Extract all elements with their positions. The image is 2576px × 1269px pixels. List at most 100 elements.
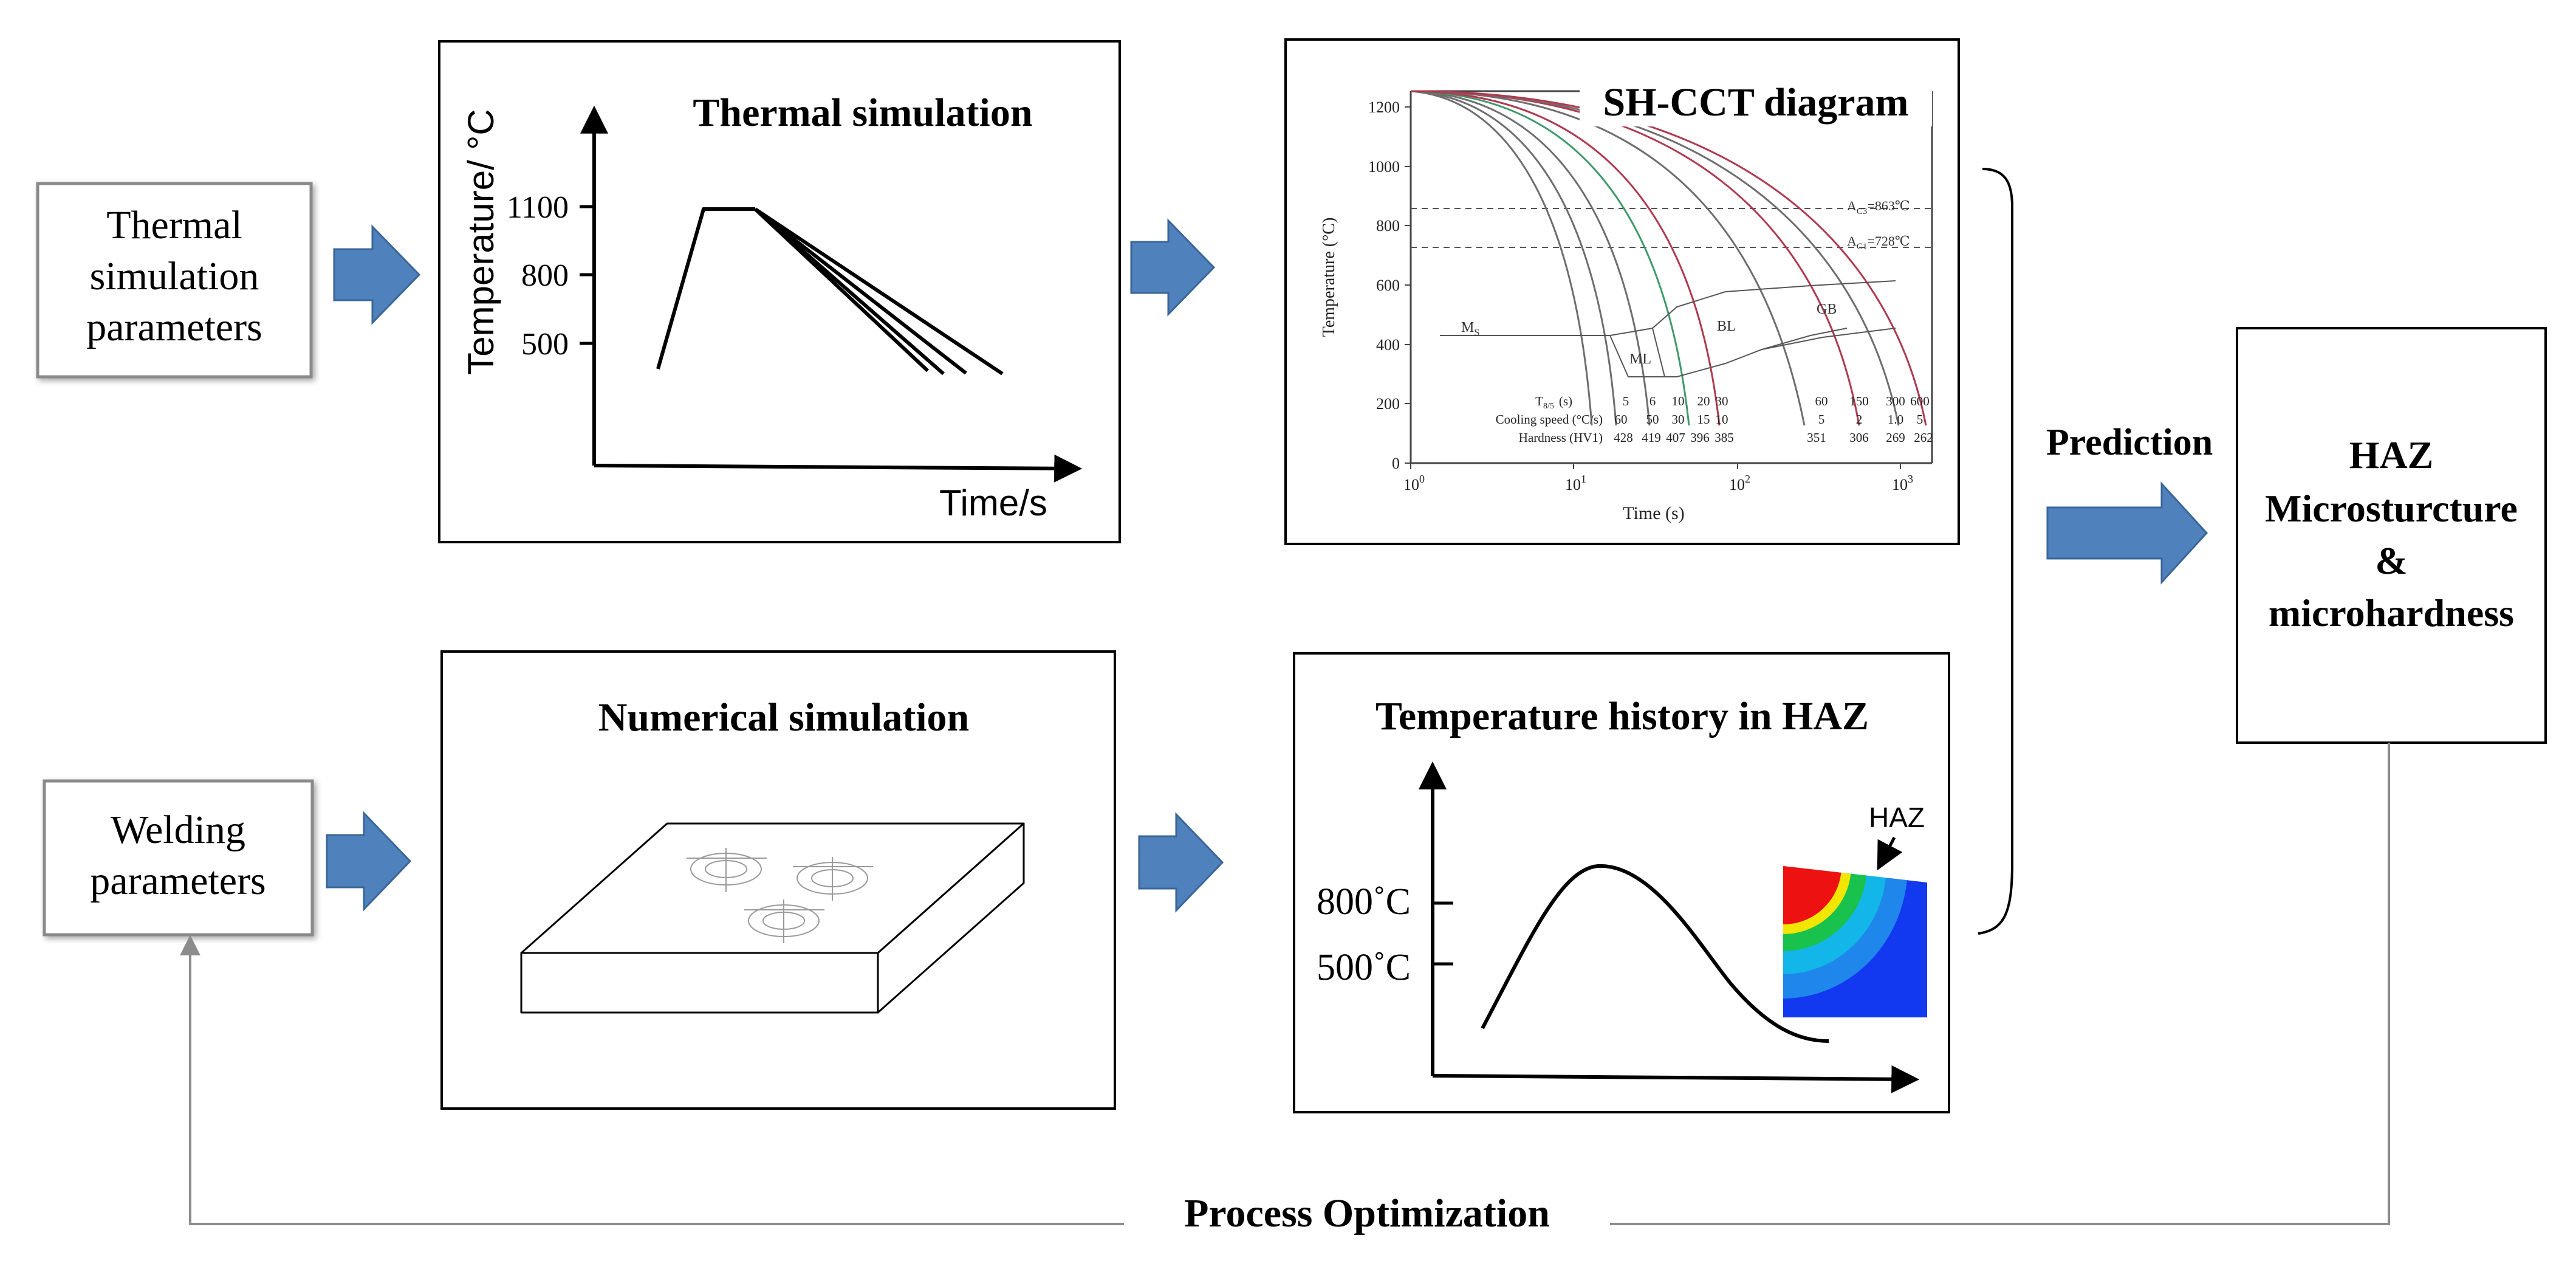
cct-curve-4 xyxy=(1410,90,1690,426)
heat-source-ellipsoids xyxy=(687,848,873,943)
history-tick-label-800: 800˚C xyxy=(1317,881,1411,923)
haz-callout-label: HAZ xyxy=(1869,802,1925,833)
cct-hardness-value: 262 xyxy=(1914,430,1933,445)
cct-ms-label: MS xyxy=(1461,320,1479,338)
thermal-x-label: Time/s xyxy=(939,483,1047,523)
prediction-label: Prediction xyxy=(2046,422,2213,463)
feedback-line-right xyxy=(1610,743,2390,1225)
thermal-cycle-curves xyxy=(656,207,1004,376)
cct-x-axis xyxy=(1410,463,1901,469)
cct-ml-divider xyxy=(1652,328,1665,377)
cct-curve-1 xyxy=(1410,90,1593,426)
cct-ml-label: ML xyxy=(1629,351,1651,367)
thermal-heating-segment xyxy=(656,207,755,370)
block-arrow-3 xyxy=(326,811,412,912)
temperature-history-panel: Temperature history in HAZ 800˚C 500˚C H… xyxy=(1293,652,1950,1113)
plate-front-face xyxy=(520,952,879,1014)
thermal-params-line-3: parameters xyxy=(86,305,262,349)
cct-hardness-label: Hardness (HV1) xyxy=(1519,430,1603,445)
plate-model xyxy=(520,822,1025,1014)
cct-gb-label: GB xyxy=(1817,301,1837,317)
sh-cct-panel: 0 200 400 600 800 1000 1200 Temperature … xyxy=(1284,38,1960,545)
thermal-tick-label-500: 500 xyxy=(521,327,569,362)
cct-phase-boundaries xyxy=(1440,280,1896,377)
cct-cooling-value: 5 xyxy=(1917,412,1923,427)
cct-hardness-value: 351 xyxy=(1807,430,1826,445)
welding-params-node: Welding parameters xyxy=(43,779,314,937)
thermal-cooling-line-3 xyxy=(754,207,967,375)
thermal-params-line-2: simulation xyxy=(90,254,259,298)
cct-panel-title: SH-CCT diagram xyxy=(1603,80,1909,125)
haz-callout-arrow xyxy=(1877,836,1903,871)
cct-cooling-value: 50 xyxy=(1646,412,1659,427)
haz-contour-plot xyxy=(1783,866,1927,1017)
cct-t85-value: 150 xyxy=(1849,394,1869,408)
thermal-x-axis xyxy=(594,454,1083,483)
cct-hardness-value: 269 xyxy=(1886,430,1905,445)
cct-ytick-600: 600 xyxy=(1376,277,1400,294)
output-line-1: HAZ xyxy=(2349,433,2434,476)
haz-zone-red xyxy=(1783,866,1841,924)
output-line-3: & xyxy=(2375,539,2407,582)
welding-params-line-2: parameters xyxy=(90,859,266,903)
thermal-panel-frame xyxy=(438,40,1121,543)
cct-t85-label: T8/5(s) xyxy=(1535,394,1572,411)
cct-y-label: Temperature (°C) xyxy=(1320,218,1338,337)
output-box xyxy=(2236,327,2547,744)
cct-ac3-label: AC3=863℃ xyxy=(1847,198,1910,216)
cct-ytick-800: 800 xyxy=(1376,217,1400,235)
cct-xtick-1: 100 xyxy=(1403,473,1425,494)
thermal-params-box xyxy=(36,182,313,379)
cct-t85-value: 5 xyxy=(1623,394,1629,408)
cct-cooling-value: 1.0 xyxy=(1888,412,1903,427)
cct-ytick-1200: 1200 xyxy=(1368,98,1400,116)
thermal-cooling-line-4 xyxy=(754,207,1004,376)
cct-hardness-value: 396 xyxy=(1690,430,1710,445)
cct-cooling-value: 30 xyxy=(1672,412,1685,427)
cct-ytick-400: 400 xyxy=(1376,336,1400,354)
cct-bf-line xyxy=(1609,328,1896,377)
thermal-panel-title: Thermal simulation xyxy=(693,91,1032,135)
cct-ytick-0: 0 xyxy=(1392,455,1400,472)
cct-gb-line xyxy=(1761,328,1848,350)
thermal-params-line-1: Thermal xyxy=(106,203,242,247)
thermal-y-label: Temperature/ °C xyxy=(461,109,501,375)
cct-curve-8 xyxy=(1410,90,1900,426)
cct-t85-value: 60 xyxy=(1815,394,1828,408)
cct-t85-value: 10 xyxy=(1672,394,1685,408)
cct-t85-value: 600 xyxy=(1910,394,1930,408)
cct-cooling-value: 15 xyxy=(1697,412,1710,427)
history-thermal-cycle-curve xyxy=(1481,864,1829,1043)
cct-xtick-1000: 103 xyxy=(1892,473,1913,494)
cct-curve-3 xyxy=(1410,90,1651,426)
block-arrow-1 xyxy=(333,224,421,325)
prediction-arrow xyxy=(2046,481,2208,585)
cct-cooling-curves xyxy=(1410,90,1927,426)
block-arrow-4 xyxy=(1138,812,1224,913)
merge-brace xyxy=(1978,168,2013,935)
cct-t85-value: 300 xyxy=(1886,394,1905,408)
plate-side-face xyxy=(877,822,1025,1014)
feedback-line-left xyxy=(180,935,1124,1225)
cct-ytick-1000: 1000 xyxy=(1368,158,1400,176)
welding-params-line-1: Welding xyxy=(111,808,245,852)
numerical-simulation-panel: Numerical simulation xyxy=(440,650,1116,1110)
cct-hardness-value: 407 xyxy=(1666,430,1685,445)
thermal-cooling-line-2 xyxy=(754,207,945,376)
cct-t85-value: 30 xyxy=(1716,394,1728,408)
cct-t85-value: 6 xyxy=(1649,394,1656,408)
cct-hardness-values: 428 419 407 396 385 351 306 269 262 xyxy=(1614,430,1933,445)
cct-xtick-100: 102 xyxy=(1729,473,1750,494)
process-optimization-label: Process Optimization xyxy=(1184,1191,1550,1236)
heat-source-2 xyxy=(793,857,873,901)
cct-ac1-label: AC1=728℃ xyxy=(1847,233,1910,252)
cct-curve-6 xyxy=(1410,90,1806,426)
cct-cooling-value: 5 xyxy=(1818,412,1825,427)
cct-hardness-value: 428 xyxy=(1614,430,1633,445)
numerical-panel-title: Numerical simulation xyxy=(598,695,969,740)
cct-bl-label: BL xyxy=(1717,318,1736,334)
cct-hardness-value: 419 xyxy=(1642,430,1661,445)
cct-t85-values: 5 6 10 20 30 60 150 300 600 xyxy=(1623,394,1930,408)
history-panel-title: Temperature history in HAZ xyxy=(1375,694,1869,738)
cct-cooling-value: 60 xyxy=(1615,412,1628,427)
